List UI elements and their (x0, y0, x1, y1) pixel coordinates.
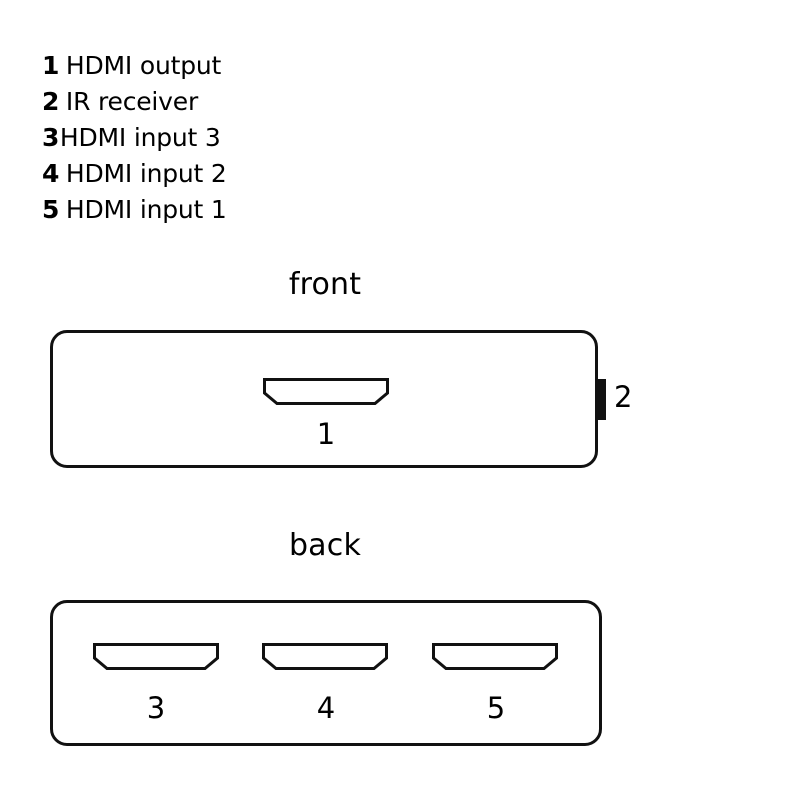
hdmi-port-1 (263, 378, 389, 405)
legend-item-number: 4 (42, 159, 59, 188)
legend-item: 3 HDMI input 3 (42, 120, 462, 156)
back-view-caption: back (288, 528, 362, 563)
port-number-3: 3 (146, 691, 166, 725)
hdmi-port-icon (432, 643, 558, 670)
legend-item: 4 HDMI input 2 (42, 156, 462, 192)
legend-item-label: IR receiver (65, 87, 199, 116)
legend-list: 1 HDMI output 2 IR receiver 3 HDMI input… (42, 48, 462, 228)
front-view-caption: front (288, 267, 362, 302)
legend-item-number: 3 (42, 123, 59, 152)
hdmi-port-icon (93, 643, 219, 670)
hdmi-port-3 (93, 643, 219, 670)
hdmi-port-5 (432, 643, 558, 670)
port-number-1: 1 (316, 417, 336, 451)
port-number-2: 2 (614, 380, 633, 414)
legend-item-label: HDMI input 1 (65, 195, 227, 224)
ir-receiver-icon (597, 379, 606, 420)
legend-item-label: HDMI input 2 (65, 159, 227, 188)
hdmi-port-icon (262, 643, 388, 670)
legend-item-number: 5 (42, 195, 59, 224)
port-number-4: 4 (316, 691, 336, 725)
legend-item-label: HDMI input 3 (59, 123, 221, 152)
legend-item: 5 HDMI input 1 (42, 192, 462, 228)
port-number-5: 5 (486, 691, 506, 725)
legend-item: 1 HDMI output (42, 48, 462, 84)
legend-item: 2 IR receiver (42, 84, 462, 120)
legend-item-label: HDMI output (65, 51, 222, 80)
hdmi-port-icon (263, 378, 389, 405)
legend-item-number: 2 (42, 87, 59, 116)
hdmi-port-4 (262, 643, 388, 670)
back-panel-outline (50, 600, 602, 746)
legend-item-number: 1 (42, 51, 59, 80)
